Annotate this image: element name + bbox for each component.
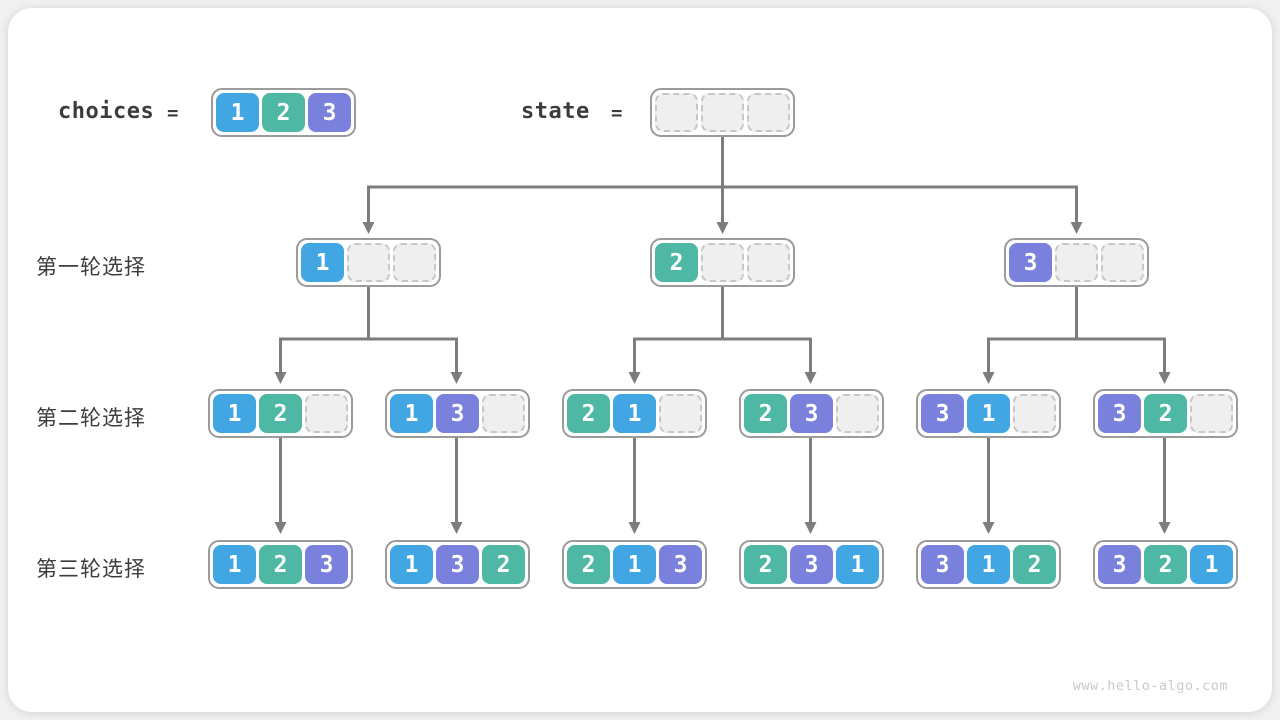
array-cell: 3 [436, 394, 479, 433]
array-cell: 1 [836, 545, 879, 584]
r3-node-321: 3 2 1 [1093, 540, 1238, 589]
array-cell: 3 [790, 394, 833, 433]
array-cell: 2 [567, 394, 610, 433]
array-cell: 2 [262, 93, 305, 132]
array-cell: 3 [659, 545, 702, 584]
array-cell: 2 [655, 243, 698, 282]
array-cell: 1 [301, 243, 344, 282]
array-cell: 2 [567, 545, 610, 584]
array-cell: 1 [390, 394, 433, 433]
round-1-label: 第一轮选择 [36, 256, 146, 279]
array-cell [655, 93, 698, 132]
array-cell: 2 [482, 545, 525, 584]
array-cell: 1 [213, 545, 256, 584]
connector-lines [274, 137, 1171, 534]
array-cell: 2 [744, 394, 787, 433]
array-cell [747, 243, 790, 282]
array-cell: 1 [967, 545, 1010, 584]
array-cell: 1 [1190, 545, 1233, 584]
array-cell [482, 394, 525, 433]
r2-node-13: 1 3 [385, 389, 530, 438]
array-cell: 3 [436, 545, 479, 584]
array-cell: 3 [1009, 243, 1052, 282]
r3-node-312: 3 1 2 [916, 540, 1061, 589]
array-cell: 1 [613, 394, 656, 433]
state-equals-sign: = [611, 102, 623, 124]
array-cell [393, 243, 436, 282]
round-2-label: 第二轮选择 [36, 407, 146, 430]
array-cell [701, 243, 744, 282]
state-array-box [650, 88, 795, 137]
array-cell: 3 [305, 545, 348, 584]
r1-node-1: 1 [296, 238, 441, 287]
r2-node-21: 2 1 [562, 389, 707, 438]
array-cell: 2 [744, 545, 787, 584]
array-cell: 1 [390, 545, 433, 584]
choices-label: choices [58, 99, 155, 124]
array-cell: 3 [1098, 394, 1141, 433]
array-cell [1190, 394, 1233, 433]
array-cell [1013, 394, 1056, 433]
array-cell [701, 93, 744, 132]
r3-node-213: 2 1 3 [562, 540, 707, 589]
r2-node-12: 1 2 [208, 389, 353, 438]
site-watermark: www.hello-algo.com [1072, 678, 1228, 694]
array-cell: 2 [1144, 545, 1187, 584]
array-cell: 1 [613, 545, 656, 584]
r1-node-2: 2 [650, 238, 795, 287]
round-3-label: 第三轮选择 [36, 558, 146, 581]
array-cell [659, 394, 702, 433]
array-cell [347, 243, 390, 282]
array-cell [305, 394, 348, 433]
array-cell [1101, 243, 1144, 282]
r2-node-32: 3 2 [1093, 389, 1238, 438]
array-cell: 1 [213, 394, 256, 433]
state-label: state [521, 99, 590, 124]
array-cell: 3 [921, 394, 964, 433]
choices-array-box: 1 2 3 [211, 88, 356, 137]
array-cell: 3 [921, 545, 964, 584]
array-cell: 2 [1144, 394, 1187, 433]
array-cell: 1 [216, 93, 259, 132]
choices-equals-sign: = [167, 102, 179, 124]
array-cell: 1 [967, 394, 1010, 433]
r2-node-31: 3 1 [916, 389, 1061, 438]
array-cell: 2 [1013, 545, 1056, 584]
array-cell: 3 [1098, 545, 1141, 584]
array-cell [1055, 243, 1098, 282]
array-cell: 2 [259, 394, 302, 433]
array-cell: 2 [259, 545, 302, 584]
array-cell: 3 [308, 93, 351, 132]
array-cell [747, 93, 790, 132]
r3-node-123: 1 2 3 [208, 540, 353, 589]
r3-node-231: 2 3 1 [739, 540, 884, 589]
r1-node-3: 3 [1004, 238, 1149, 287]
array-cell: 3 [790, 545, 833, 584]
r3-node-132: 1 3 2 [385, 540, 530, 589]
array-cell [836, 394, 879, 433]
r2-node-23: 2 3 [739, 389, 884, 438]
